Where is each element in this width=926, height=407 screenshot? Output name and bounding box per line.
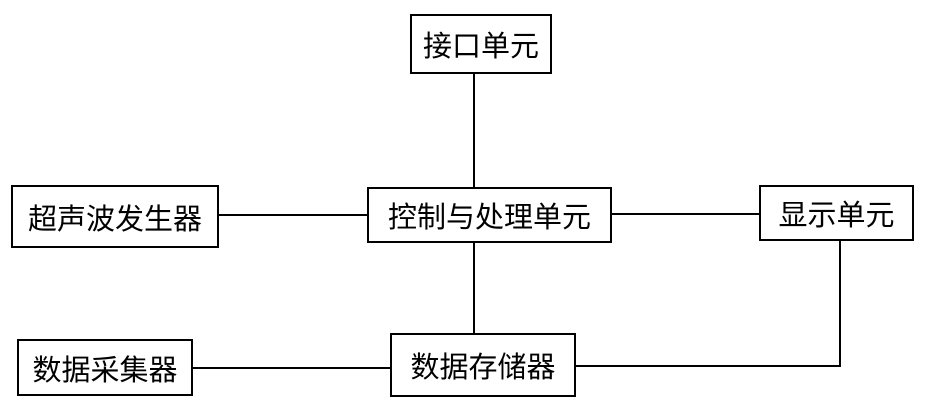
data-acquisition-label: 数据采集器 (32, 347, 177, 389)
display-unit-box: 显示单元 (759, 185, 914, 241)
control-processing-unit-box: 控制与处理单元 (367, 187, 612, 243)
display-unit-label: 显示单元 (778, 192, 894, 234)
interface-unit-label: 接口单元 (423, 23, 539, 65)
data-storage-box: 数据存储器 (390, 333, 576, 397)
control-processing-unit-label: 控制与处理单元 (388, 194, 591, 236)
data-storage-label: 数据存储器 (410, 344, 555, 386)
ultrasonic-generator-box: 超声波发生器 (11, 185, 219, 248)
data-acquisition-box: 数据采集器 (17, 339, 193, 396)
ultrasonic-generator-label: 超声波发生器 (28, 196, 202, 238)
interface-unit-box: 接口单元 (410, 14, 552, 74)
edge-storage-display (576, 241, 840, 366)
